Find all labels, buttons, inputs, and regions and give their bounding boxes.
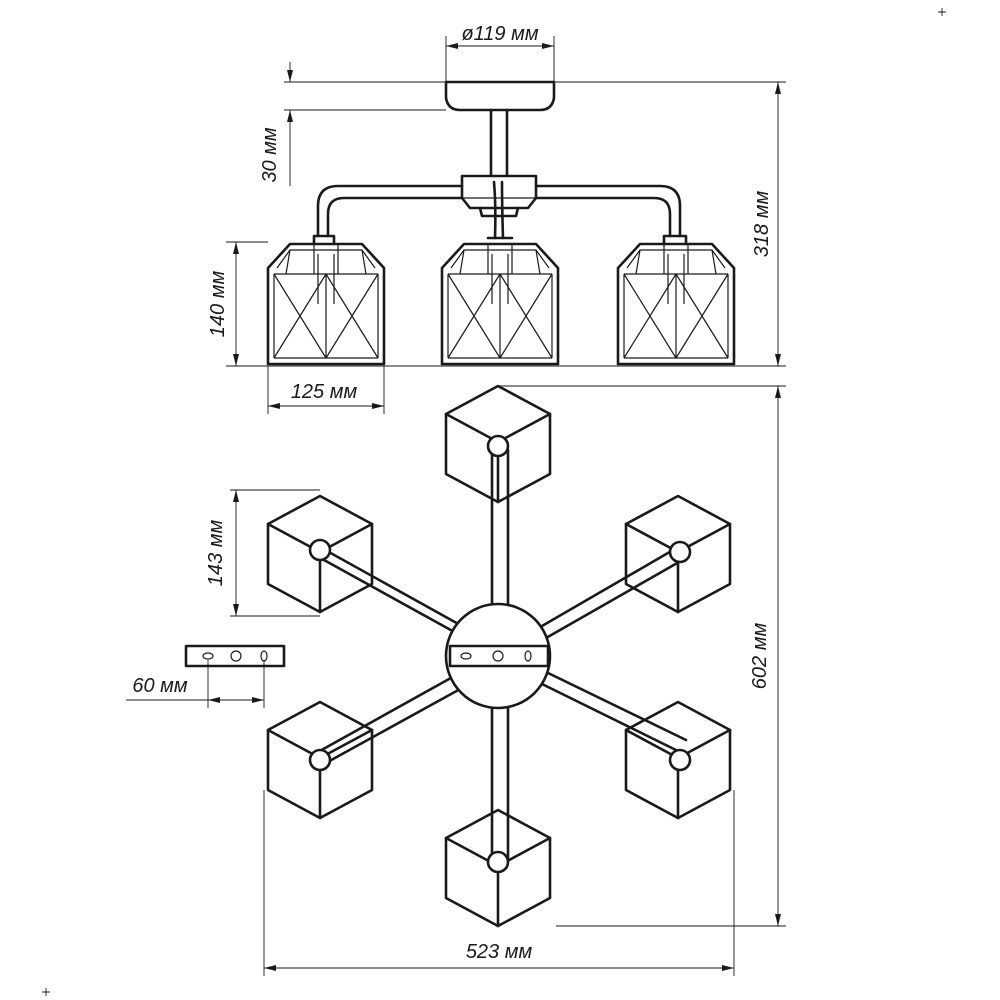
dim-label-total-height: 318 мм [751, 191, 773, 258]
top-mount-plate [448, 644, 550, 668]
dim-label-plate-hole-spacing: 60 мм [132, 675, 188, 697]
ceiling-canopy [444, 80, 556, 112]
top-sockets [308, 434, 692, 874]
top-view [266, 384, 732, 928]
dim-label-total-depth: 602 мм [749, 623, 771, 690]
plate-detail: 60 мм [126, 644, 286, 708]
shade-left [266, 242, 386, 366]
dim-label-mount-height: 30 мм [259, 127, 281, 183]
dim-label-shade-height: 140 мм [207, 271, 229, 338]
dim-shade-width: 125 мм [267, 366, 385, 414]
dim-total-depth: 602 мм [498, 385, 786, 927]
shade-center [440, 242, 560, 366]
dim-shade-span: 143 мм [205, 489, 320, 617]
arm-left [316, 184, 464, 238]
corner-marks [42, 8, 946, 996]
dim-label-shade-width: 125 мм [291, 381, 358, 403]
central-hub [460, 174, 538, 210]
top-arms [316, 448, 688, 862]
arm-right [534, 184, 682, 238]
dim-label-shade-span: 143 мм [205, 520, 227, 587]
dim-label-total-width: 523 мм [466, 941, 533, 963]
shade-right [616, 242, 736, 366]
dim-label-mount-diameter: ø119 мм [461, 23, 538, 45]
dim-mount-diameter: ø119 мм [445, 23, 555, 82]
dim-mount-height: 30 мм [259, 62, 446, 186]
dim-total-width: 523 мм [263, 790, 735, 976]
central-rod [489, 108, 509, 178]
plate-detail-bar [184, 644, 286, 668]
dim-shade-height: 140 мм [207, 241, 268, 367]
front-elevation [266, 80, 736, 366]
